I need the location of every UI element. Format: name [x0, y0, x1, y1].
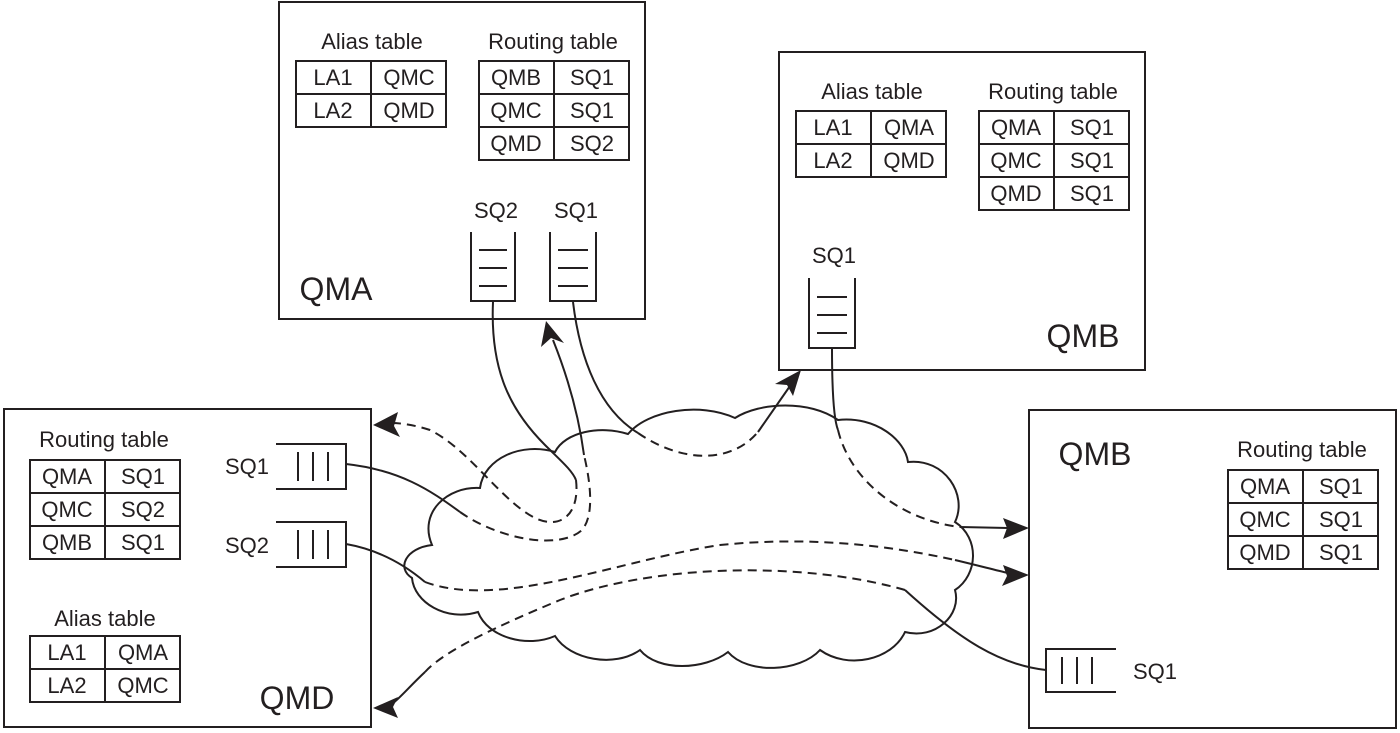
qmb-right-routing-table-title: Routing table: [1237, 437, 1367, 462]
qmb-top-name: QMB: [1047, 318, 1120, 354]
qmd-routing-table-title: Routing table: [39, 427, 169, 452]
qmd-alias-table-title: Alias table: [54, 606, 156, 631]
qmb-right-name: QMB: [1059, 436, 1132, 472]
table-cell: LA1: [813, 115, 852, 140]
arrowhead: [775, 370, 801, 396]
table-cell: SQ2: [121, 497, 165, 522]
arrowhead: [373, 412, 400, 437]
table-cell: QMD: [990, 181, 1041, 206]
connection-qma-sq1-to-qmb-up: [757, 385, 791, 433]
connection-qmb-sq1-to-qmb-right: [831, 347, 839, 431]
table-cell: SQ1: [121, 464, 165, 489]
table-cell: SQ1: [1319, 540, 1363, 565]
table-cell: QMC: [117, 673, 168, 698]
table-cell: QMA: [42, 464, 92, 489]
table-cell: QMC: [490, 98, 541, 123]
table-cell: SQ1: [1070, 115, 1114, 140]
table-cell: SQ1: [570, 65, 614, 90]
table-cell: QMA: [991, 115, 1041, 140]
qmb-top-alias-table: LA1 QMA LA2 QMD: [795, 110, 947, 178]
queue-icon: [1045, 648, 1116, 693]
table-cell: LA2: [813, 148, 852, 173]
qmb-top-routing-table: QMA SQ1 QMC SQ1 QMD SQ1: [978, 110, 1130, 211]
table-cell: QMD: [1239, 540, 1290, 565]
qmb-right-box: QMB Routing table QMA SQ1 QMC SQ1 QMD SQ…: [1028, 409, 1397, 729]
table-cell: SQ1: [1319, 474, 1363, 499]
queue-label: SQ1: [554, 198, 598, 223]
qma-alias-table: LA1 QMC LA2 QMD: [295, 60, 447, 128]
table-cell: QMC: [383, 65, 434, 90]
connection-qma-sq1-to-qmb: [572, 301, 639, 434]
table-cell: QMA: [1240, 474, 1290, 499]
table-cell: QMB: [42, 530, 92, 555]
table-cell: QMC: [1239, 507, 1290, 532]
qma-name: QMA: [300, 271, 374, 307]
table-cell: SQ1: [570, 98, 614, 123]
connection-qmd-sq1-to-qma-dashed: [459, 454, 592, 542]
connection-qmd-sq1-to-qma-up: [552, 339, 585, 456]
connection-qmb-right-sq1-to-qmd: [904, 589, 1047, 671]
qmb-top-routing-table-title: Routing table: [988, 79, 1118, 104]
table-cell: LA1: [313, 65, 352, 90]
table-cell: LA2: [47, 673, 86, 698]
queue-label: SQ1: [1133, 659, 1177, 684]
table-cell: QMD: [490, 131, 541, 156]
table-cell: LA2: [313, 98, 352, 123]
connection-qmb-right-sq1-to-qmd-dashed: [424, 569, 906, 673]
table-cell: SQ1: [121, 530, 165, 555]
queue-label: SQ2: [474, 198, 518, 223]
arrowhead: [541, 321, 564, 347]
connection-qma-sq2-to-qmd: [491, 301, 577, 481]
table-cell: LA1: [47, 640, 86, 665]
qma-box: Alias table LA1 QMC LA2 QMD Routing tabl…: [278, 1, 646, 320]
connection-qma-sq1-to-qmb-dashed: [637, 431, 759, 457]
connection-qmb-sq1-to-qmb-right-end: [959, 526, 1009, 529]
table-cell: SQ1: [1070, 181, 1114, 206]
connection-qmd-sq2-to-qmb-right-end: [954, 559, 1009, 574]
queue-label: SQ1: [225, 454, 269, 479]
network-cloud: [403, 404, 974, 669]
queue-icon: [276, 443, 347, 490]
connection-qmb-sq1-to-qmb-right-dashed: [837, 429, 961, 528]
queue-label: SQ1: [812, 243, 856, 268]
qma-routing-table: QMB SQ1 QMC SQ1 QMD SQ2: [478, 60, 630, 161]
qma-routing-table-title: Routing table: [488, 29, 618, 54]
qmb-right-routing-table: QMA SQ1 QMC SQ1 QMD SQ1: [1227, 469, 1379, 570]
arrowhead: [373, 697, 398, 718]
table-cell: QMD: [383, 98, 434, 123]
qmb-top-alias-table-title: Alias table: [821, 79, 923, 104]
table-cell: QMC: [41, 497, 92, 522]
qmd-box: Routing table QMA SQ1 QMC SQ2 QMB SQ1 Al…: [3, 408, 372, 728]
connection-qmb-right-sq1-to-qmd-end: [391, 671, 426, 705]
table-cell: QMD: [883, 148, 934, 173]
arrowhead: [1003, 518, 1029, 539]
queue-label: SQ2: [225, 533, 269, 558]
connection-qmd-sq2-to-qmb-right: [345, 543, 426, 583]
qmb-top-box: Alias table LA1 QMA LA2 QMD Routing tabl…: [778, 51, 1146, 371]
table-cell: SQ2: [570, 131, 614, 156]
table-cell: QMA: [884, 115, 934, 140]
queue-icon: [470, 232, 516, 302]
qmd-name: QMD: [260, 680, 335, 716]
arrowhead: [1002, 565, 1029, 586]
connection-qmd-sq2-to-qmb-right-dashed: [424, 540, 956, 592]
table-cell: SQ1: [1319, 507, 1363, 532]
qma-alias-table-title: Alias table: [321, 29, 423, 54]
qmd-alias-table: LA1 QMA LA2 QMC: [29, 635, 181, 703]
qmd-routing-table: QMA SQ1 QMC SQ2 QMB SQ1: [29, 459, 181, 560]
queue-icon: [549, 232, 597, 302]
connection-qmd-sq1-to-qma: [345, 463, 461, 513]
table-cell: SQ1: [1070, 148, 1114, 173]
table-cell: QMA: [118, 640, 168, 665]
table-cell: QMB: [491, 65, 541, 90]
table-cell: QMC: [990, 148, 1041, 173]
connection-qma-sq2-to-qmd-dashed: [391, 422, 578, 524]
